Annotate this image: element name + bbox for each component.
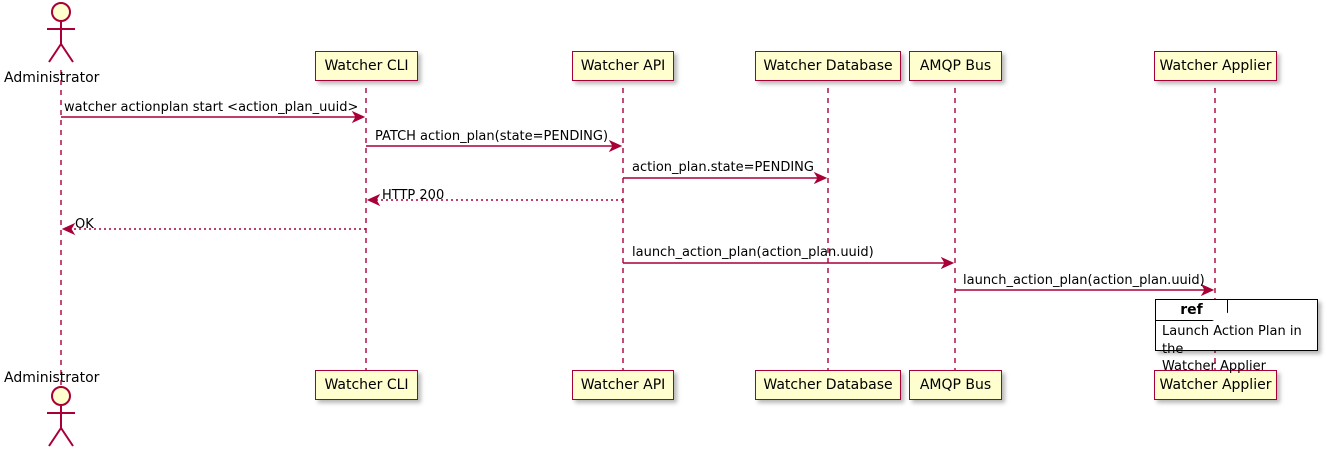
ref-body-text: Launch Action Plan in the Watcher Applie…: [1162, 323, 1313, 376]
participant-api-top[interactable]: Watcher API: [572, 51, 674, 81]
message-arrowhead-1: [351, 110, 366, 124]
message-label-3: action_plan.state=PENDING: [632, 160, 814, 175]
message-label-7: launch_action_plan(action_plan.uuid): [963, 273, 1205, 288]
message-label-5: OK: [75, 217, 94, 232]
arrows-group: [61, 110, 1215, 297]
lifelines-group: [60, 70, 1216, 392]
actor-figure-administrator-top: [47, 2, 75, 63]
participant-amqp-top[interactable]: AMQP Bus: [909, 51, 1002, 81]
message-label-6: launch_action_plan(action_plan.uuid): [632, 245, 874, 260]
participant-cli-bottom[interactable]: Watcher CLI: [315, 370, 418, 400]
participant-db-top[interactable]: Watcher Database: [755, 51, 901, 81]
actor-label-administrator-bottom: Administrator: [4, 370, 100, 386]
participant-db-bottom[interactable]: Watcher Database: [755, 370, 901, 400]
ref-body-line-1: Launch Action Plan in the: [1162, 324, 1302, 357]
message-arrowhead-6: [940, 256, 955, 270]
ref-fragment: ref Launch Action Plan in the Watcher Ap…: [1155, 299, 1318, 374]
message-label-4: HTTP 200: [382, 188, 445, 203]
participant-applier-top[interactable]: Watcher Applier: [1154, 51, 1277, 81]
message-arrowhead-4: [366, 193, 381, 207]
participant-applier-bottom[interactable]: Watcher Applier: [1154, 370, 1277, 400]
actor-figure-administrator-bottom: [47, 386, 75, 447]
message-arrowhead-3: [813, 171, 828, 185]
message-label-2: PATCH action_plan(state=PENDING): [375, 129, 609, 144]
participant-cli-top[interactable]: Watcher CLI: [315, 51, 418, 81]
message-arrowhead-2: [608, 139, 623, 153]
ref-tab-label: ref: [1156, 300, 1228, 321]
participant-amqp-bottom[interactable]: AMQP Bus: [909, 370, 1002, 400]
actor-figures-group: [47, 2, 75, 447]
message-arrowhead-7: [1200, 283, 1215, 297]
participant-api-bottom[interactable]: Watcher API: [572, 370, 674, 400]
message-arrowhead-5: [61, 222, 76, 236]
ref-body-line-2: Watcher Applier: [1162, 359, 1266, 375]
actor-label-administrator-top: Administrator: [4, 70, 100, 86]
message-label-1: watcher actionplan start <action_plan_uu…: [64, 100, 359, 115]
